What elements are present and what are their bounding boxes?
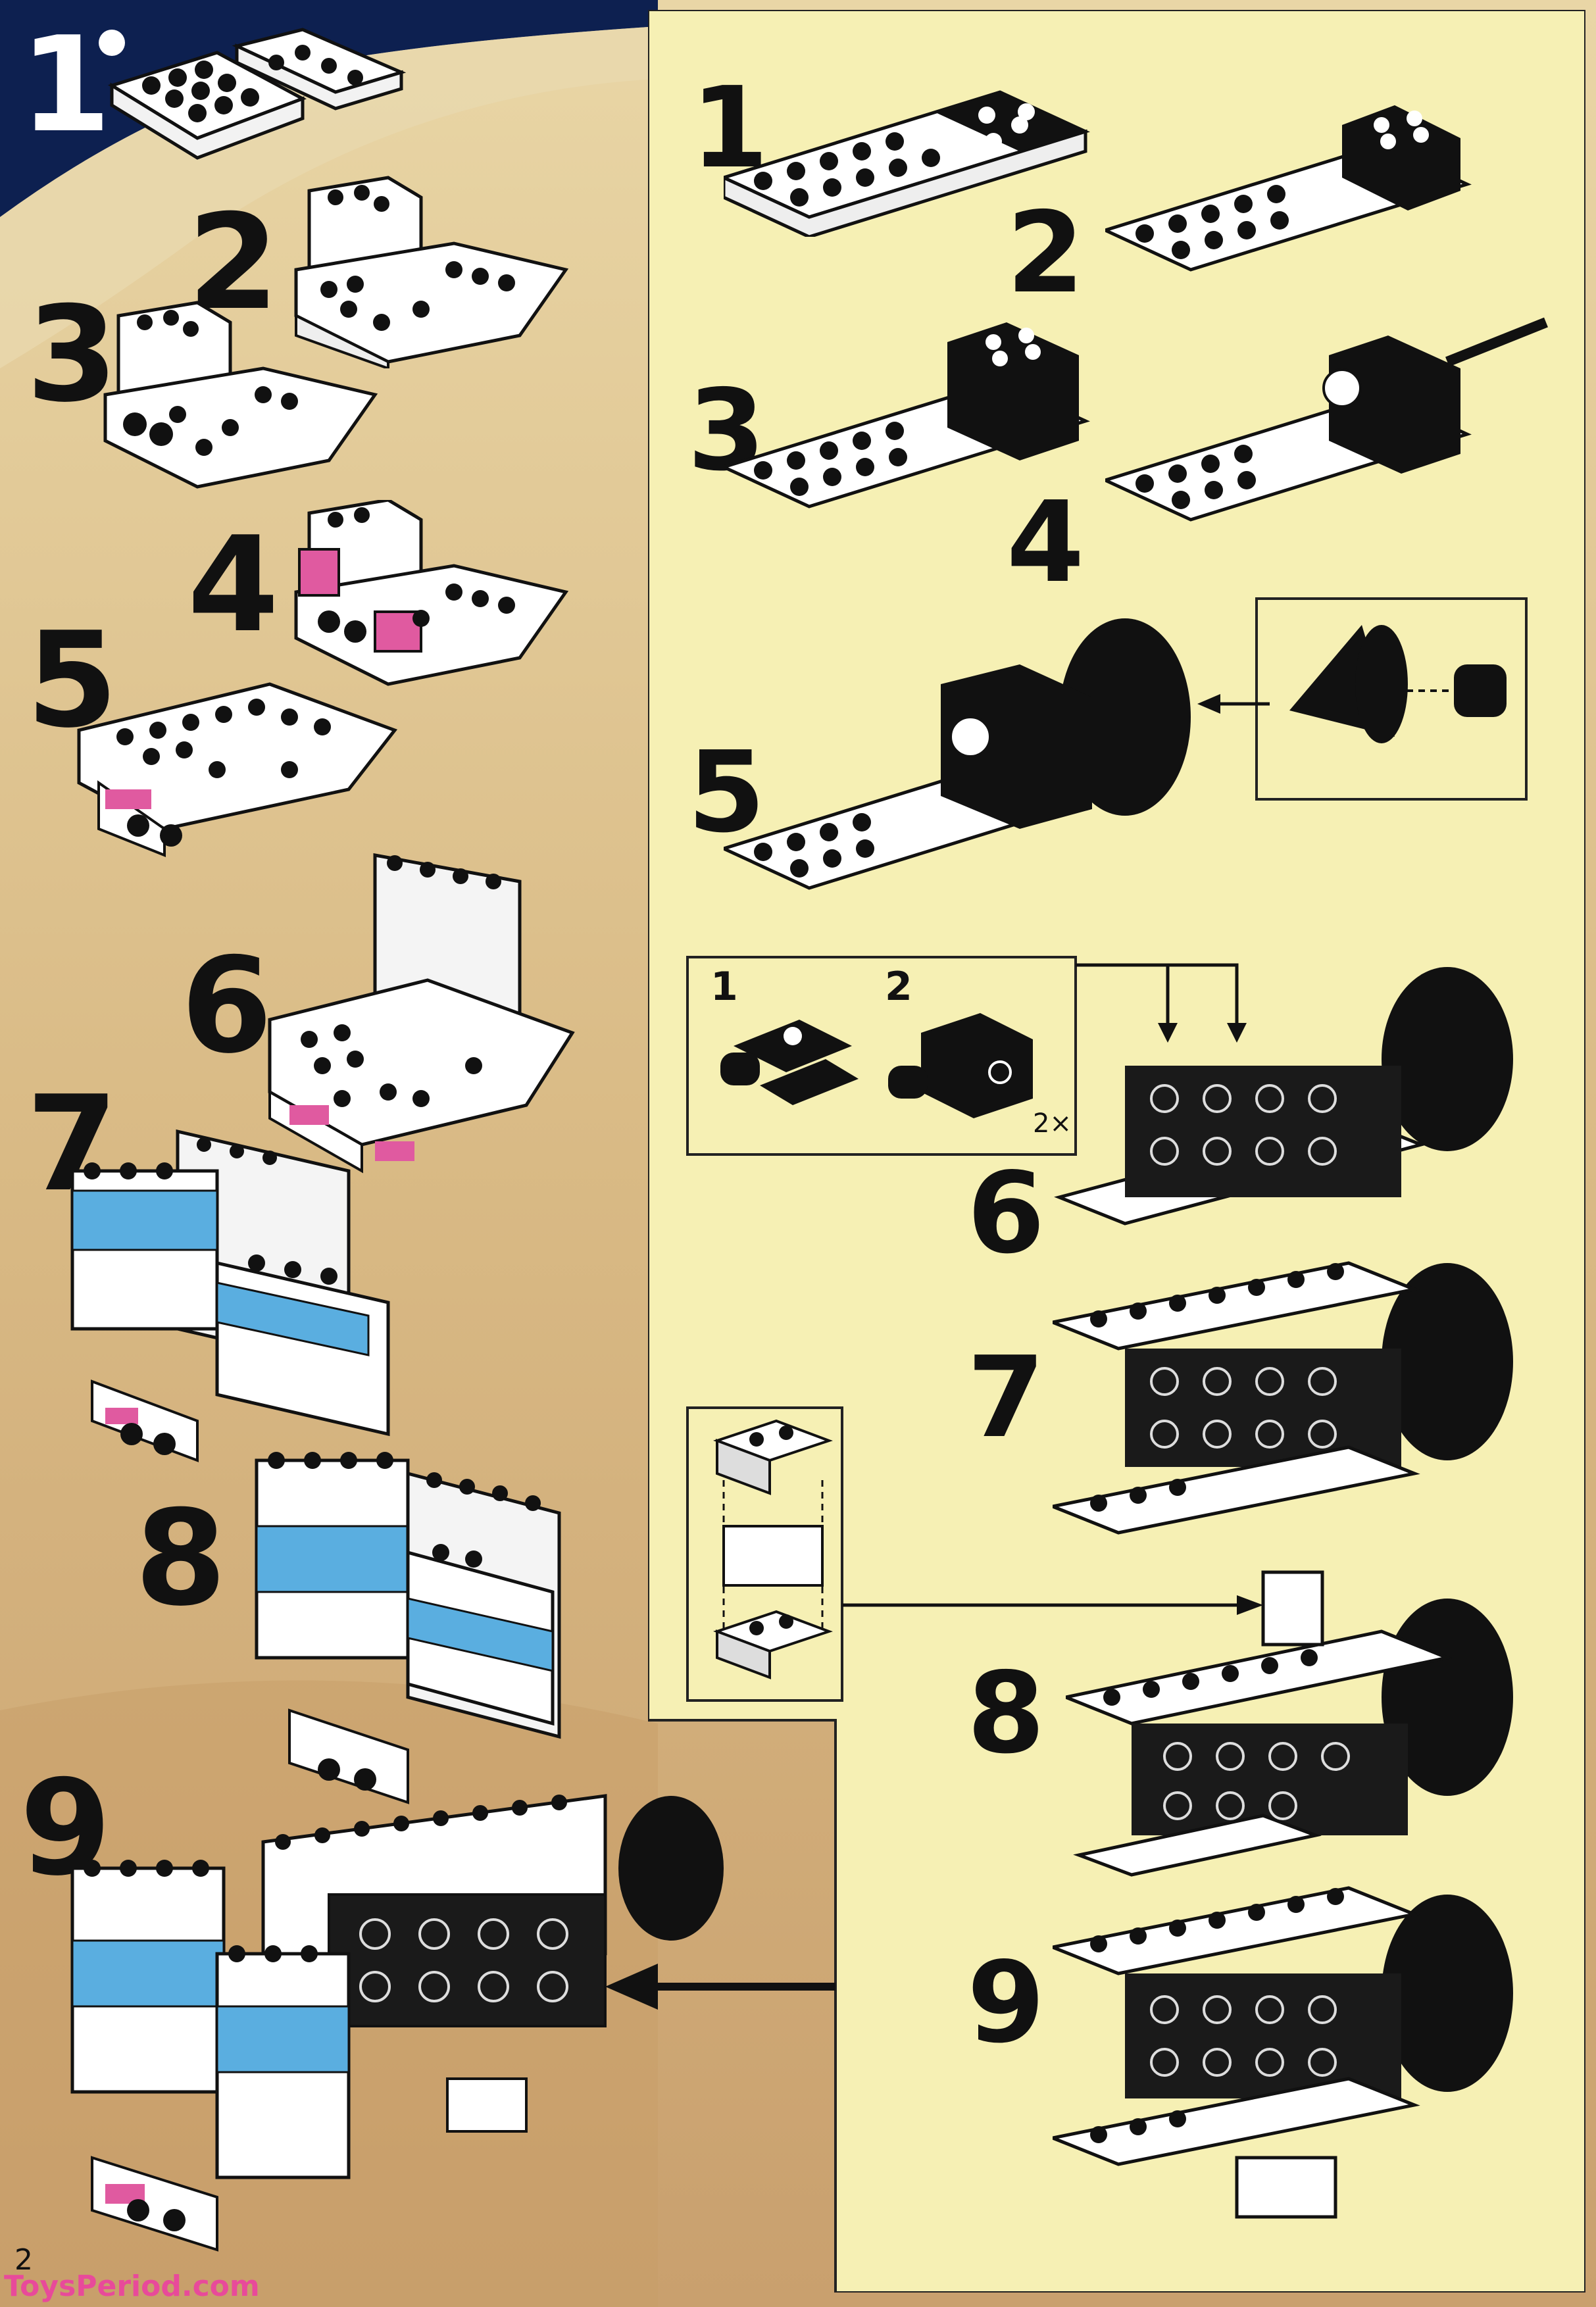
left-build-step-2 [294,176,569,368]
quantity-label: 2× [1033,1108,1072,1139]
left-build-step-7 [70,1129,390,1462]
right-build-step-8 [1066,1570,1513,1877]
left-build-step-1 [108,28,407,160]
right-step-number-1: 1 [691,63,768,193]
sub-assembly-arrow-6 [1076,963,1247,1043]
right-step-number-7: 7 [967,1333,1045,1463]
watermark: ToysPeriod.com [4,2270,260,2303]
section-dot-icon [99,30,125,56]
sub-step-number-1: 1 [711,964,738,1010]
right-build-step-3 [724,322,1090,509]
right-step-number-4: 4 [1007,478,1084,608]
left-step-number-1: 1 [20,9,111,162]
right-step-number-2: 2 [1007,188,1084,318]
left-build-step-3 [103,301,378,489]
left-build-step-6 [268,853,575,1174]
left-step-number-4: 4 [187,509,279,662]
sub-assembly-cone [1289,625,1507,743]
right-build-step-6 [1054,967,1513,1226]
sub-assembly-hinge [713,1419,833,1679]
left-build-step-5 [77,682,398,857]
right-step-number-6: 6 [967,1149,1045,1279]
left-step-number-8: 8 [135,1482,226,1635]
right-step-number-8: 8 [967,1649,1045,1779]
sub-assembly-connector-1 [720,1020,859,1105]
sub-assembly-connector-2 [888,1013,1033,1118]
right-build-step-2 [1105,105,1472,272]
right-step-number-9: 9 [967,1938,1045,2068]
instruction-panel [648,10,1585,2293]
sub-step-number-2: 2 [885,964,912,1010]
page-number: 2 [14,2243,33,2277]
left-step-number-6: 6 [181,930,272,1083]
sub-assembly-arrow-5 [1197,694,1270,714]
sub-assembly-arrow-8 [842,1595,1263,1615]
assembly-arrow [605,1964,835,2010]
left-step-number-3: 3 [26,278,118,432]
left-build-step-4 [294,500,569,686]
right-build-step-7 [1053,1261,1513,1535]
left-build-step-9 [70,1794,724,2252]
right-build-step-5 [724,618,1191,890]
right-build-step-1 [724,90,1090,237]
right-build-step-4 [1105,317,1548,522]
right-step-number-5: 5 [687,728,765,858]
right-build-step-9 [1053,1886,1513,2219]
left-build-step-8 [255,1452,561,1804]
